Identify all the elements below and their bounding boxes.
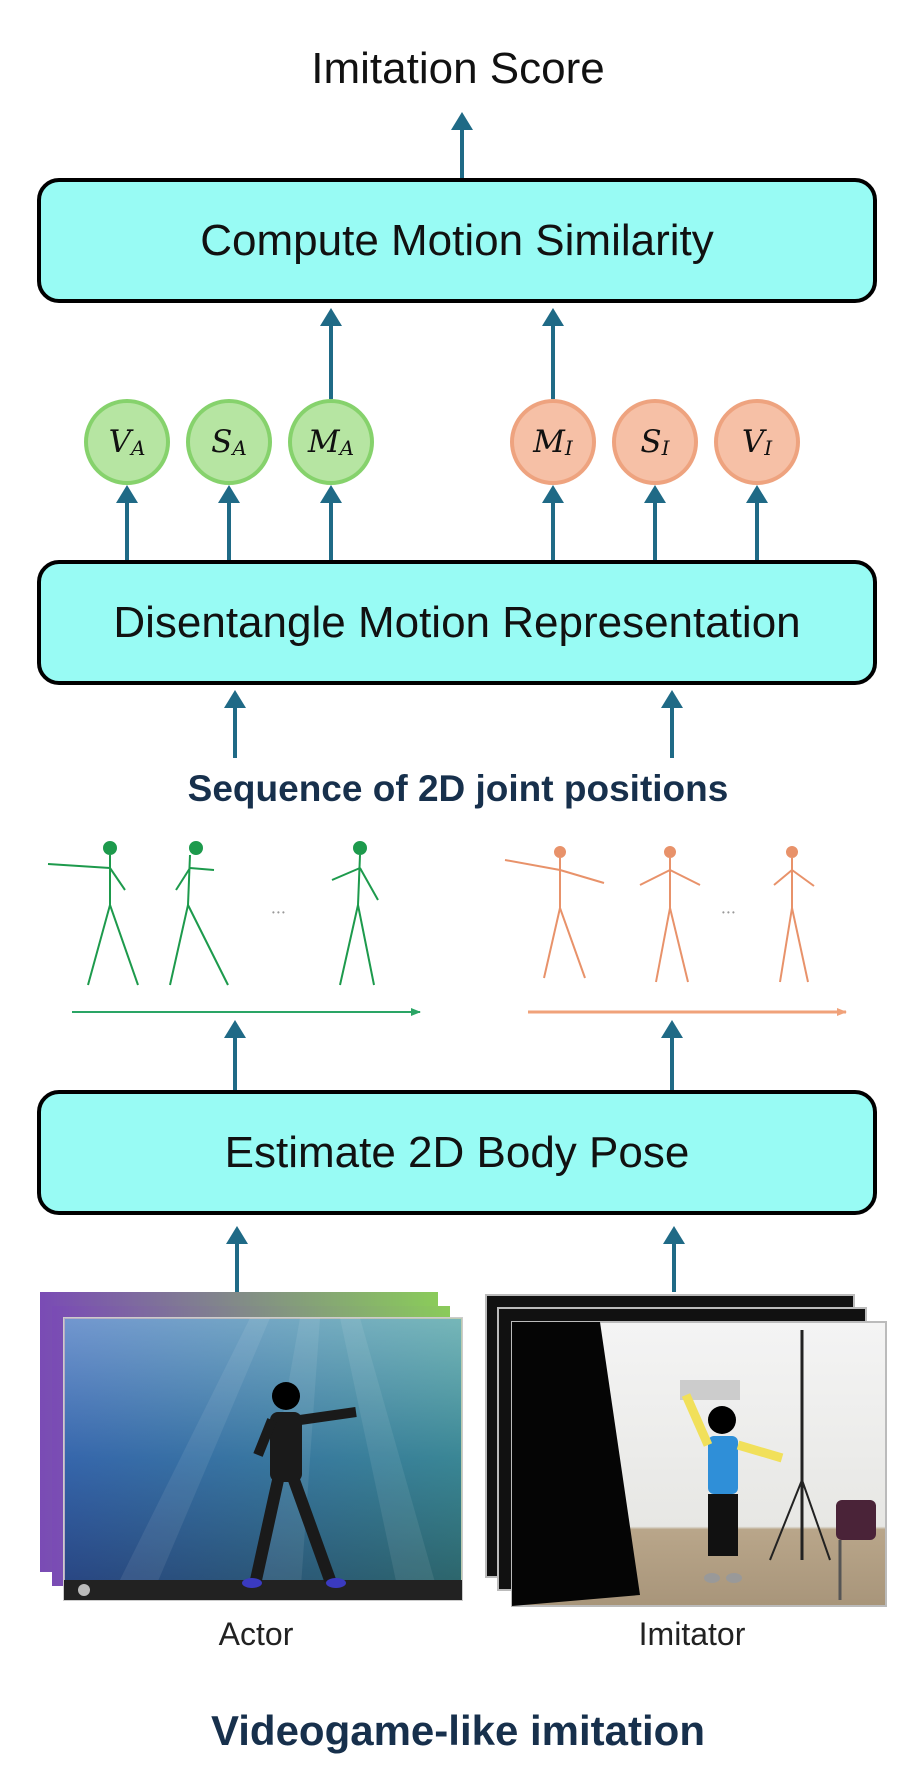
arrow-imitator-video-to-pose [663,1226,685,1292]
circle-symbol: V [108,424,131,460]
circle-symbol: S [211,424,233,460]
arrow-pose-to-actor-skeletons [224,1020,246,1090]
arrow-actor-video-to-pose [226,1226,248,1292]
actor-skeleton-2 [169,841,229,986]
arrow-pose-to-imitator-skeletons [661,1020,683,1090]
circle-symbol: M [307,424,340,460]
imitator-person-figure [681,1393,784,1583]
actor-skeleton-1 [47,841,139,986]
disentangle-box: Disentangle Motion Representation [37,560,877,685]
estimate-pose-box: Estimate 2D Body Pose [37,1090,877,1215]
arrow-ma-to-similarity [320,308,342,399]
arrow-imitator-seq-to-disentangle [661,690,683,758]
compute-similarity-box: Compute Motion Similarity [37,178,877,303]
imitator-skeleton-1 [504,846,605,979]
actor-skeleton-sequence: • • • [47,841,421,1016]
actor-video-frames [40,1292,463,1601]
circle-subscript: A [232,436,247,460]
arrow-to-score [451,112,473,178]
imitator-caption: Imitator [638,1616,746,1652]
circle-subscript: I [661,436,670,460]
imitator-skeleton-sequence: • • • [504,846,847,1016]
sequence-label: Sequence of 2D joint positions [187,768,729,809]
arrow-actor-seq-to-disentangle [224,690,246,758]
ellipsis-dots: • • • [272,908,285,917]
circle-symbol: S [640,424,662,460]
circle-symbol: V [741,424,765,460]
ellipsis-dots: • • • [722,908,735,917]
arrow-mi-to-similarity [542,308,564,399]
circle-subscript: I [564,436,573,460]
imitator-skeleton-2 [639,846,701,983]
circle-symbol: M [533,424,565,460]
imitator-video-frames [485,1294,887,1607]
circle-subscript: I [764,436,773,460]
actor-caption: Actor [218,1616,294,1652]
actor-skeleton-3 [331,841,379,986]
circle-subscript: A [339,436,355,460]
arrows-to-circles [116,485,768,560]
actor-dancer-figure [242,1382,357,1588]
footer-label: Videogame-like imitation [210,1707,705,1754]
output-label: Imitation Score [311,44,605,93]
circle-subscript: A [130,436,146,460]
imitator-skeleton-3 [773,846,815,983]
